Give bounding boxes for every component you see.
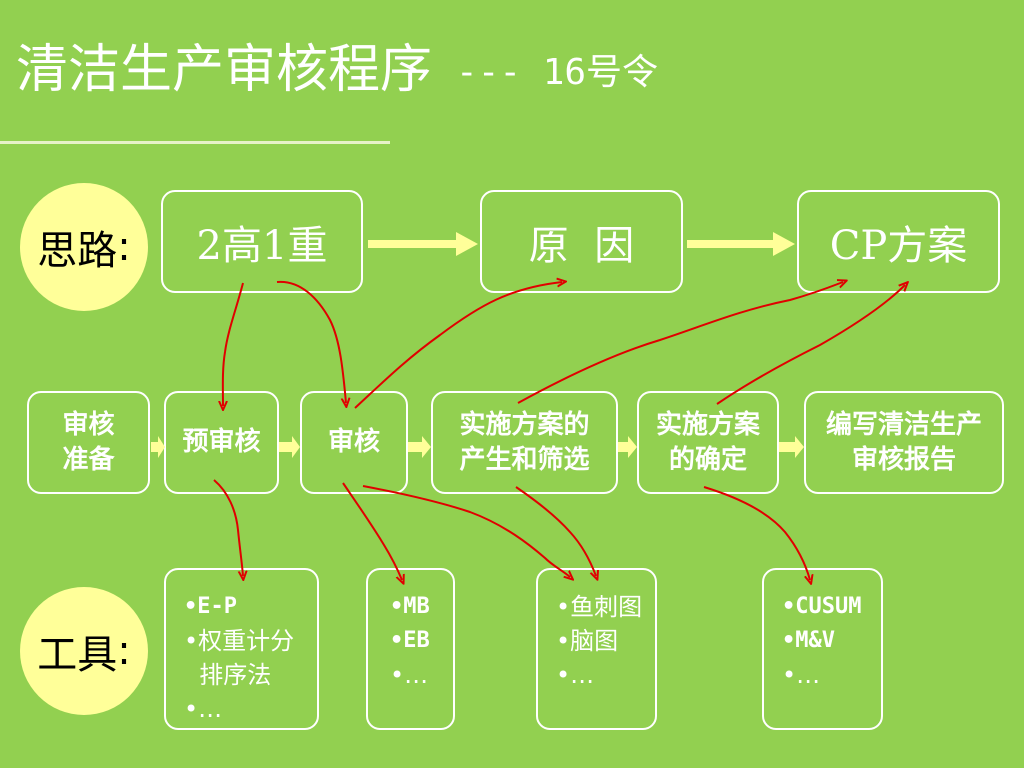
step-pre-audit: 预审核 — [164, 391, 279, 494]
step-5-line2: 的确定 — [668, 444, 747, 475]
tool-mindmap: •脑图 — [556, 627, 619, 655]
step-2-line1: 预审核 — [182, 427, 261, 458]
link-2h1z-to-audit — [276, 280, 346, 403]
title-suffix: --- 16号令 — [456, 52, 659, 93]
step-audit: 审核 — [300, 391, 408, 494]
step-1-line2: 准备 — [62, 444, 115, 475]
box-cause-label: 原 因 — [528, 222, 635, 269]
flow-arrow-top-2 — [687, 232, 795, 256]
title-main: 清洁生产审核程序 — [16, 40, 433, 100]
tool-more-4: •… — [782, 661, 821, 689]
link-audit-to-fishbone — [362, 485, 570, 577]
step-write-report: 编写清洁生产审核报告 — [804, 391, 1004, 494]
title-underline — [0, 141, 390, 144]
box-cp-plan: CP方案 — [797, 190, 1000, 293]
flow-arrow-top-1 — [368, 232, 478, 256]
slide-title: 清洁生产审核程序--- 16号令 — [16, 44, 658, 96]
box-two-high-one-heavy: 2高1重 — [161, 190, 363, 293]
tool-box-audit: •MB •EB •… — [366, 568, 455, 730]
link-audit-to-mb — [342, 482, 402, 580]
tool-more-3: •… — [556, 661, 595, 689]
step-4-line2: 产生和筛选 — [459, 444, 590, 475]
tool-cusum: •CUSUM — [782, 594, 862, 619]
tools-colon: : — [117, 628, 131, 674]
step-audit-preparation: 审核准备 — [27, 391, 150, 494]
tools-circle: 工具: — [20, 587, 148, 715]
step-6-line1: 编写清洁生产 — [825, 410, 982, 441]
tool-ranking-method: 排序法 — [184, 661, 272, 689]
link-2h1z-to-preaudit — [223, 282, 244, 406]
step-6-line2: 审核报告 — [851, 444, 956, 475]
box-two-high-one-heavy-label: 2高1重 — [196, 222, 328, 269]
tool-fishbone: •鱼刺图 — [556, 593, 643, 621]
flow-arrows-steps — [151, 436, 804, 458]
thinking-label: 思路 — [37, 228, 118, 274]
thinking-circle: 思路: — [20, 183, 148, 311]
box-cp-plan-label: CP方案 — [829, 222, 968, 269]
link-plangen-to-cp — [517, 282, 843, 404]
tool-mv: •M&V — [782, 628, 835, 653]
tool-box-plan-determination: •CUSUM •M&V •… — [762, 568, 883, 730]
tool-weighted-scoring: •权重计分 — [184, 627, 295, 655]
link-preaudit-to-tools — [213, 479, 243, 576]
link-arrows — [213, 280, 905, 580]
step-plan-generation: 实施方案的产生和筛选 — [431, 391, 618, 494]
tool-eb: •EB — [390, 628, 430, 653]
tool-more-2: •… — [390, 661, 429, 689]
step-4-line1: 实施方案的 — [459, 410, 590, 441]
thinking-colon: : — [117, 224, 131, 270]
tool-box-pre-audit: •E-P •权重计分 排序法 •… — [164, 568, 319, 730]
step-5-line1: 实施方案 — [655, 410, 760, 441]
tool-mb: •MB — [390, 594, 430, 619]
link-plangen-to-fishbone — [515, 486, 596, 576]
tool-ep: •E-P — [184, 594, 237, 619]
link-plandet-to-cusum — [703, 486, 810, 580]
tool-more-1: •… — [184, 695, 223, 723]
step-3-line1: 审核 — [327, 427, 380, 458]
box-cause: 原 因 — [480, 190, 683, 293]
link-audit-to-cause — [354, 282, 562, 409]
link-plandet-to-cp — [716, 285, 905, 405]
tool-box-plan-generation: •鱼刺图 •脑图 •… — [536, 568, 657, 730]
tools-label: 工具 — [37, 632, 118, 678]
step-plan-determination: 实施方案的确定 — [637, 391, 779, 494]
step-1-line1: 审核 — [62, 410, 115, 441]
